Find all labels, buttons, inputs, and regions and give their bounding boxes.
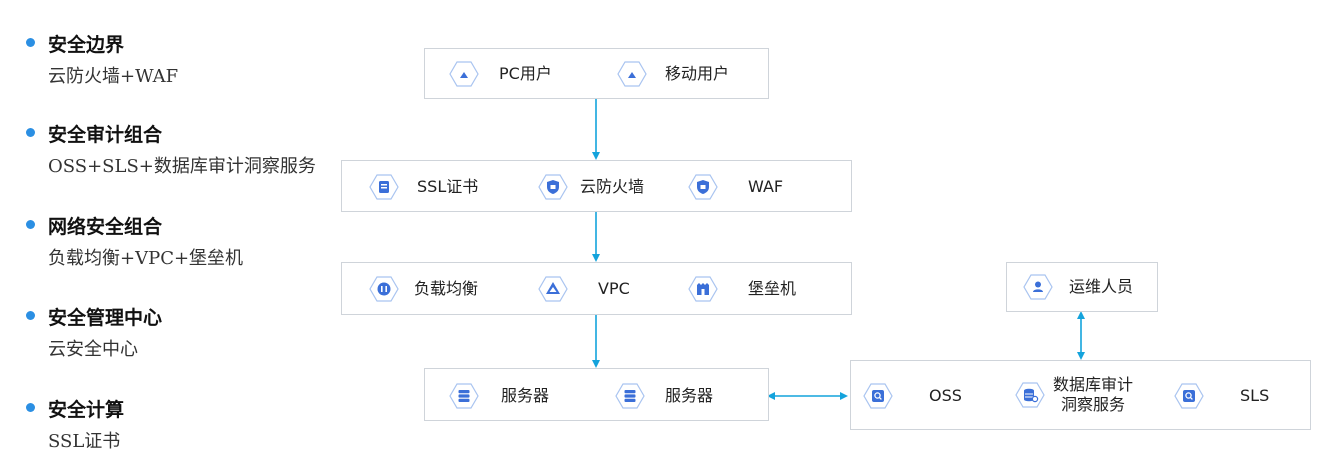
node-waf[interactable]: WAF	[688, 172, 783, 202]
node-label: 负载均衡	[414, 279, 479, 298]
node-label: PC用户	[499, 64, 552, 83]
bullet-icon	[26, 220, 35, 229]
node-label: 云防火墙	[580, 177, 645, 196]
network-box: 负载均衡 VPC 堡垒机	[341, 262, 852, 315]
vpc-icon	[538, 274, 568, 304]
operator-icon	[1023, 272, 1053, 302]
node-label: SSL证书	[417, 177, 479, 196]
load-balancer-icon	[369, 274, 399, 304]
user-icon	[617, 59, 647, 89]
node-label: 堡垒机	[748, 279, 797, 298]
ops-box: 运维人员	[1006, 262, 1158, 312]
server-icon	[615, 381, 645, 411]
legend-title: 安全管理中心	[48, 307, 163, 329]
node-pc-user[interactable]: PC用户	[449, 59, 552, 89]
node-oss[interactable]: OSS	[863, 381, 962, 411]
bastion-icon	[688, 274, 718, 304]
bullet-icon	[26, 128, 35, 137]
node-label: OSS	[929, 386, 962, 405]
node-ssl-certificate[interactable]: SSL证书	[369, 172, 478, 202]
bullet-icon	[26, 403, 35, 412]
user-icon	[449, 59, 479, 89]
node-label: VPC	[598, 279, 630, 298]
users-box: PC用户 移动用户	[424, 48, 769, 99]
node-label: 服务器	[501, 386, 550, 405]
node-server-1[interactable]: 服务器	[449, 381, 549, 411]
node-label: SLS	[1240, 386, 1270, 405]
legend-panel: 安全边界 云防火墙+WAF 安全审计组合 OSS+SLS+数据库审计洞察服务 网…	[0, 0, 340, 462]
node-database-audit[interactable]: 数据库审计 洞察服务	[1015, 375, 1133, 415]
security-box: SSL证书 云防火墙 WAF	[341, 160, 852, 212]
node-cloud-firewall[interactable]: 云防火墙	[538, 172, 644, 202]
shield-icon	[538, 172, 568, 202]
database-audit-icon	[1015, 380, 1045, 410]
certificate-icon	[369, 172, 399, 202]
legend-desc: 云安全中心	[48, 339, 138, 360]
legend-desc: 负载均衡+VPC+堡垒机	[48, 248, 244, 269]
node-load-balancer[interactable]: 负载均衡	[369, 274, 478, 304]
server-box: 服务器 服务器	[424, 368, 769, 421]
shield-icon	[688, 172, 718, 202]
audit-box: OSS 数据库审计 洞察服务 SLS	[850, 360, 1311, 430]
node-label-line-1: 数据库审计	[1053, 375, 1134, 394]
log-icon	[1174, 381, 1204, 411]
legend-desc: OSS+SLS+数据库审计洞察服务	[48, 156, 316, 177]
node-label-line-2: 洞察服务	[1061, 395, 1126, 414]
legend-title: 安全边界	[48, 34, 125, 56]
storage-icon	[863, 381, 893, 411]
node-label: WAF	[748, 177, 784, 196]
server-icon	[449, 381, 479, 411]
node-vpc[interactable]: VPC	[538, 274, 630, 304]
node-label: 移动用户	[665, 64, 730, 83]
node-bastion[interactable]: 堡垒机	[688, 274, 796, 304]
legend-title: 安全计算	[48, 399, 125, 421]
node-label: 运维人员	[1069, 277, 1134, 296]
node-operator[interactable]: 运维人员	[1023, 272, 1133, 302]
legend-desc: 云防火墙+WAF	[48, 66, 179, 87]
legend-title: 安全审计组合	[48, 124, 163, 146]
node-label: 服务器	[665, 386, 714, 405]
bullet-icon	[26, 38, 35, 47]
node-mobile-user[interactable]: 移动用户	[617, 59, 729, 89]
legend-desc: SSL证书	[48, 431, 121, 452]
node-label: 数据库审计 洞察服务	[1053, 375, 1133, 415]
node-server-2[interactable]: 服务器	[615, 381, 713, 411]
node-sls[interactable]: SLS	[1174, 381, 1269, 411]
bullet-icon	[26, 311, 35, 320]
legend-title: 网络安全组合	[48, 216, 163, 238]
